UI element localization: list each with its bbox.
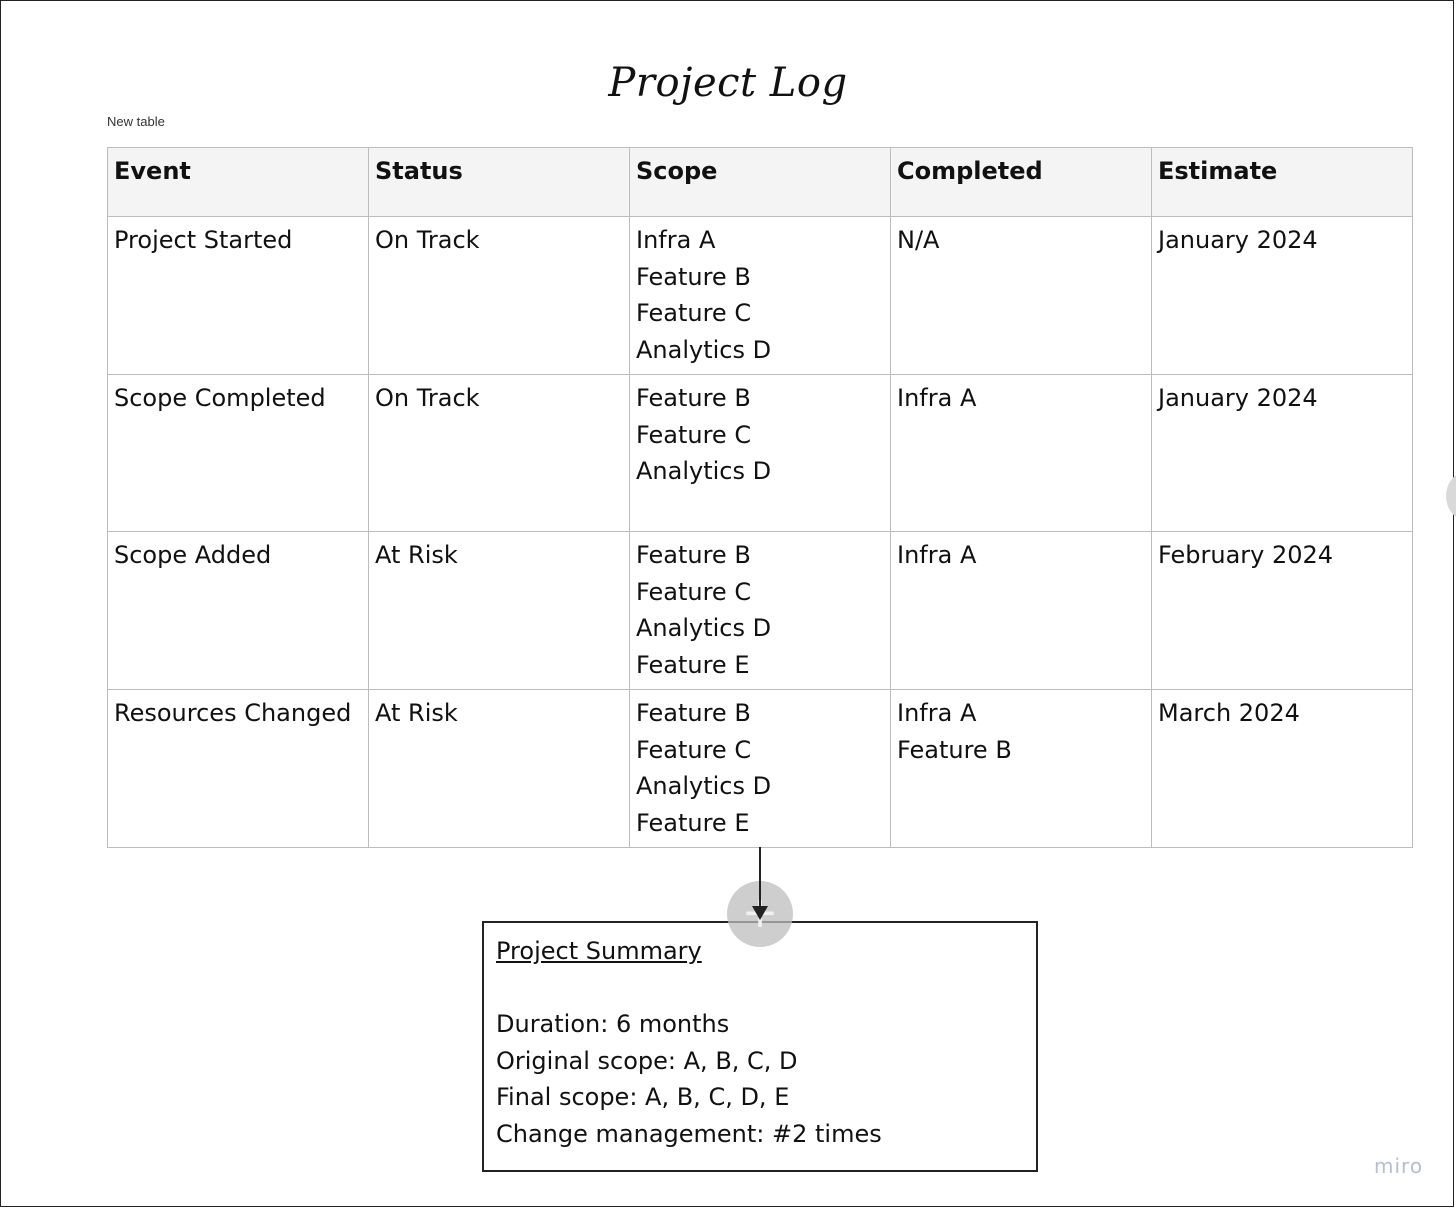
project-log-table[interactable]: Event Status Scope Completed Estimate Pr… (107, 147, 1413, 848)
table-row: Project Started On Track Infra A Feature… (107, 216, 1413, 375)
table-row: Resources Changed At Risk Feature B Feat… (107, 689, 1413, 848)
completed-item: N/A (897, 226, 940, 254)
scope-item: Feature C (636, 420, 752, 449)
scope-item: Feature E (636, 650, 750, 679)
scope-item: Feature B (636, 541, 751, 569)
cell-estimate[interactable]: February 2024 (1151, 531, 1413, 690)
header-event[interactable]: Event (107, 147, 369, 217)
table-header-row: Event Status Scope Completed Estimate (107, 147, 1413, 217)
summary-line: Final scope: A, B, C, D, E (496, 1083, 790, 1111)
arrow-down-icon (752, 906, 768, 920)
project-summary-card[interactable]: Project Summary Duration: 6 months Origi… (482, 921, 1038, 1172)
scope-item: Feature C (636, 735, 752, 764)
cell-event[interactable]: Project Started (107, 216, 369, 375)
cell-scope[interactable]: Infra A Feature B Feature C Analytics D (629, 216, 891, 375)
scope-item: Feature B (636, 262, 751, 291)
cell-event[interactable]: Scope Completed (107, 374, 369, 532)
scope-item: Feature C (636, 577, 752, 606)
cell-completed[interactable]: Infra A Feature B (890, 689, 1152, 848)
completed-item: Infra A (897, 699, 977, 727)
cell-status[interactable]: On Track (368, 216, 630, 375)
scope-item: Analytics D (636, 614, 772, 642)
cell-status[interactable]: At Risk (368, 531, 630, 690)
summary-spacer (496, 970, 1024, 1007)
scope-item: Analytics D (636, 335, 772, 364)
cell-scope[interactable]: Feature B Feature C Analytics D (629, 374, 891, 532)
scope-item: Analytics D (636, 772, 772, 800)
cell-estimate[interactable]: January 2024 (1151, 374, 1413, 532)
summary-line: Duration: 6 months (496, 1010, 730, 1038)
completed-item: Feature B (897, 735, 1012, 764)
connector-arrow-line[interactable] (759, 847, 761, 911)
cell-estimate[interactable]: March 2024 (1151, 689, 1413, 848)
cell-estimate[interactable]: January 2024 (1151, 216, 1413, 375)
scope-item: Feature B (636, 699, 751, 727)
summary-line: Original scope: A, B, C, D (496, 1046, 798, 1075)
connector-handle[interactable] (1446, 472, 1456, 520)
cell-completed[interactable]: Infra A (890, 374, 1152, 532)
cell-event[interactable]: Scope Added (107, 531, 369, 690)
cell-event[interactable]: Resources Changed (107, 689, 369, 848)
cell-status[interactable]: On Track (368, 374, 630, 532)
completed-item: Infra A (897, 541, 977, 569)
cell-completed[interactable]: N/A (890, 216, 1152, 375)
table-caption[interactable]: New table (107, 114, 165, 129)
miro-logo: miro (1374, 1154, 1424, 1178)
summary-line: Change management: #2 times (496, 1119, 882, 1148)
table-row: Scope Completed On Track Feature B Featu… (107, 374, 1413, 532)
header-status[interactable]: Status (368, 147, 630, 217)
cell-status[interactable]: At Risk (368, 689, 630, 848)
scope-item: Infra A (636, 226, 716, 254)
table-row: Scope Added At Risk Feature B Feature C … (107, 531, 1413, 690)
cell-scope[interactable]: Feature B Feature C Analytics D Feature … (629, 531, 891, 690)
header-completed[interactable]: Completed (890, 147, 1152, 217)
scope-item: Feature B (636, 384, 751, 412)
board-title[interactable]: Project Log (608, 60, 848, 106)
summary-heading: Project Summary (496, 937, 702, 965)
header-estimate[interactable]: Estimate (1151, 147, 1413, 217)
scope-item: Feature E (636, 808, 750, 837)
scope-item: Feature C (636, 299, 752, 327)
header-scope[interactable]: Scope (629, 147, 891, 217)
completed-item: Infra A (897, 384, 977, 412)
scope-item: Analytics D (636, 457, 772, 485)
cell-scope[interactable]: Feature B Feature C Analytics D Feature … (629, 689, 891, 848)
cell-completed[interactable]: Infra A (890, 531, 1152, 690)
